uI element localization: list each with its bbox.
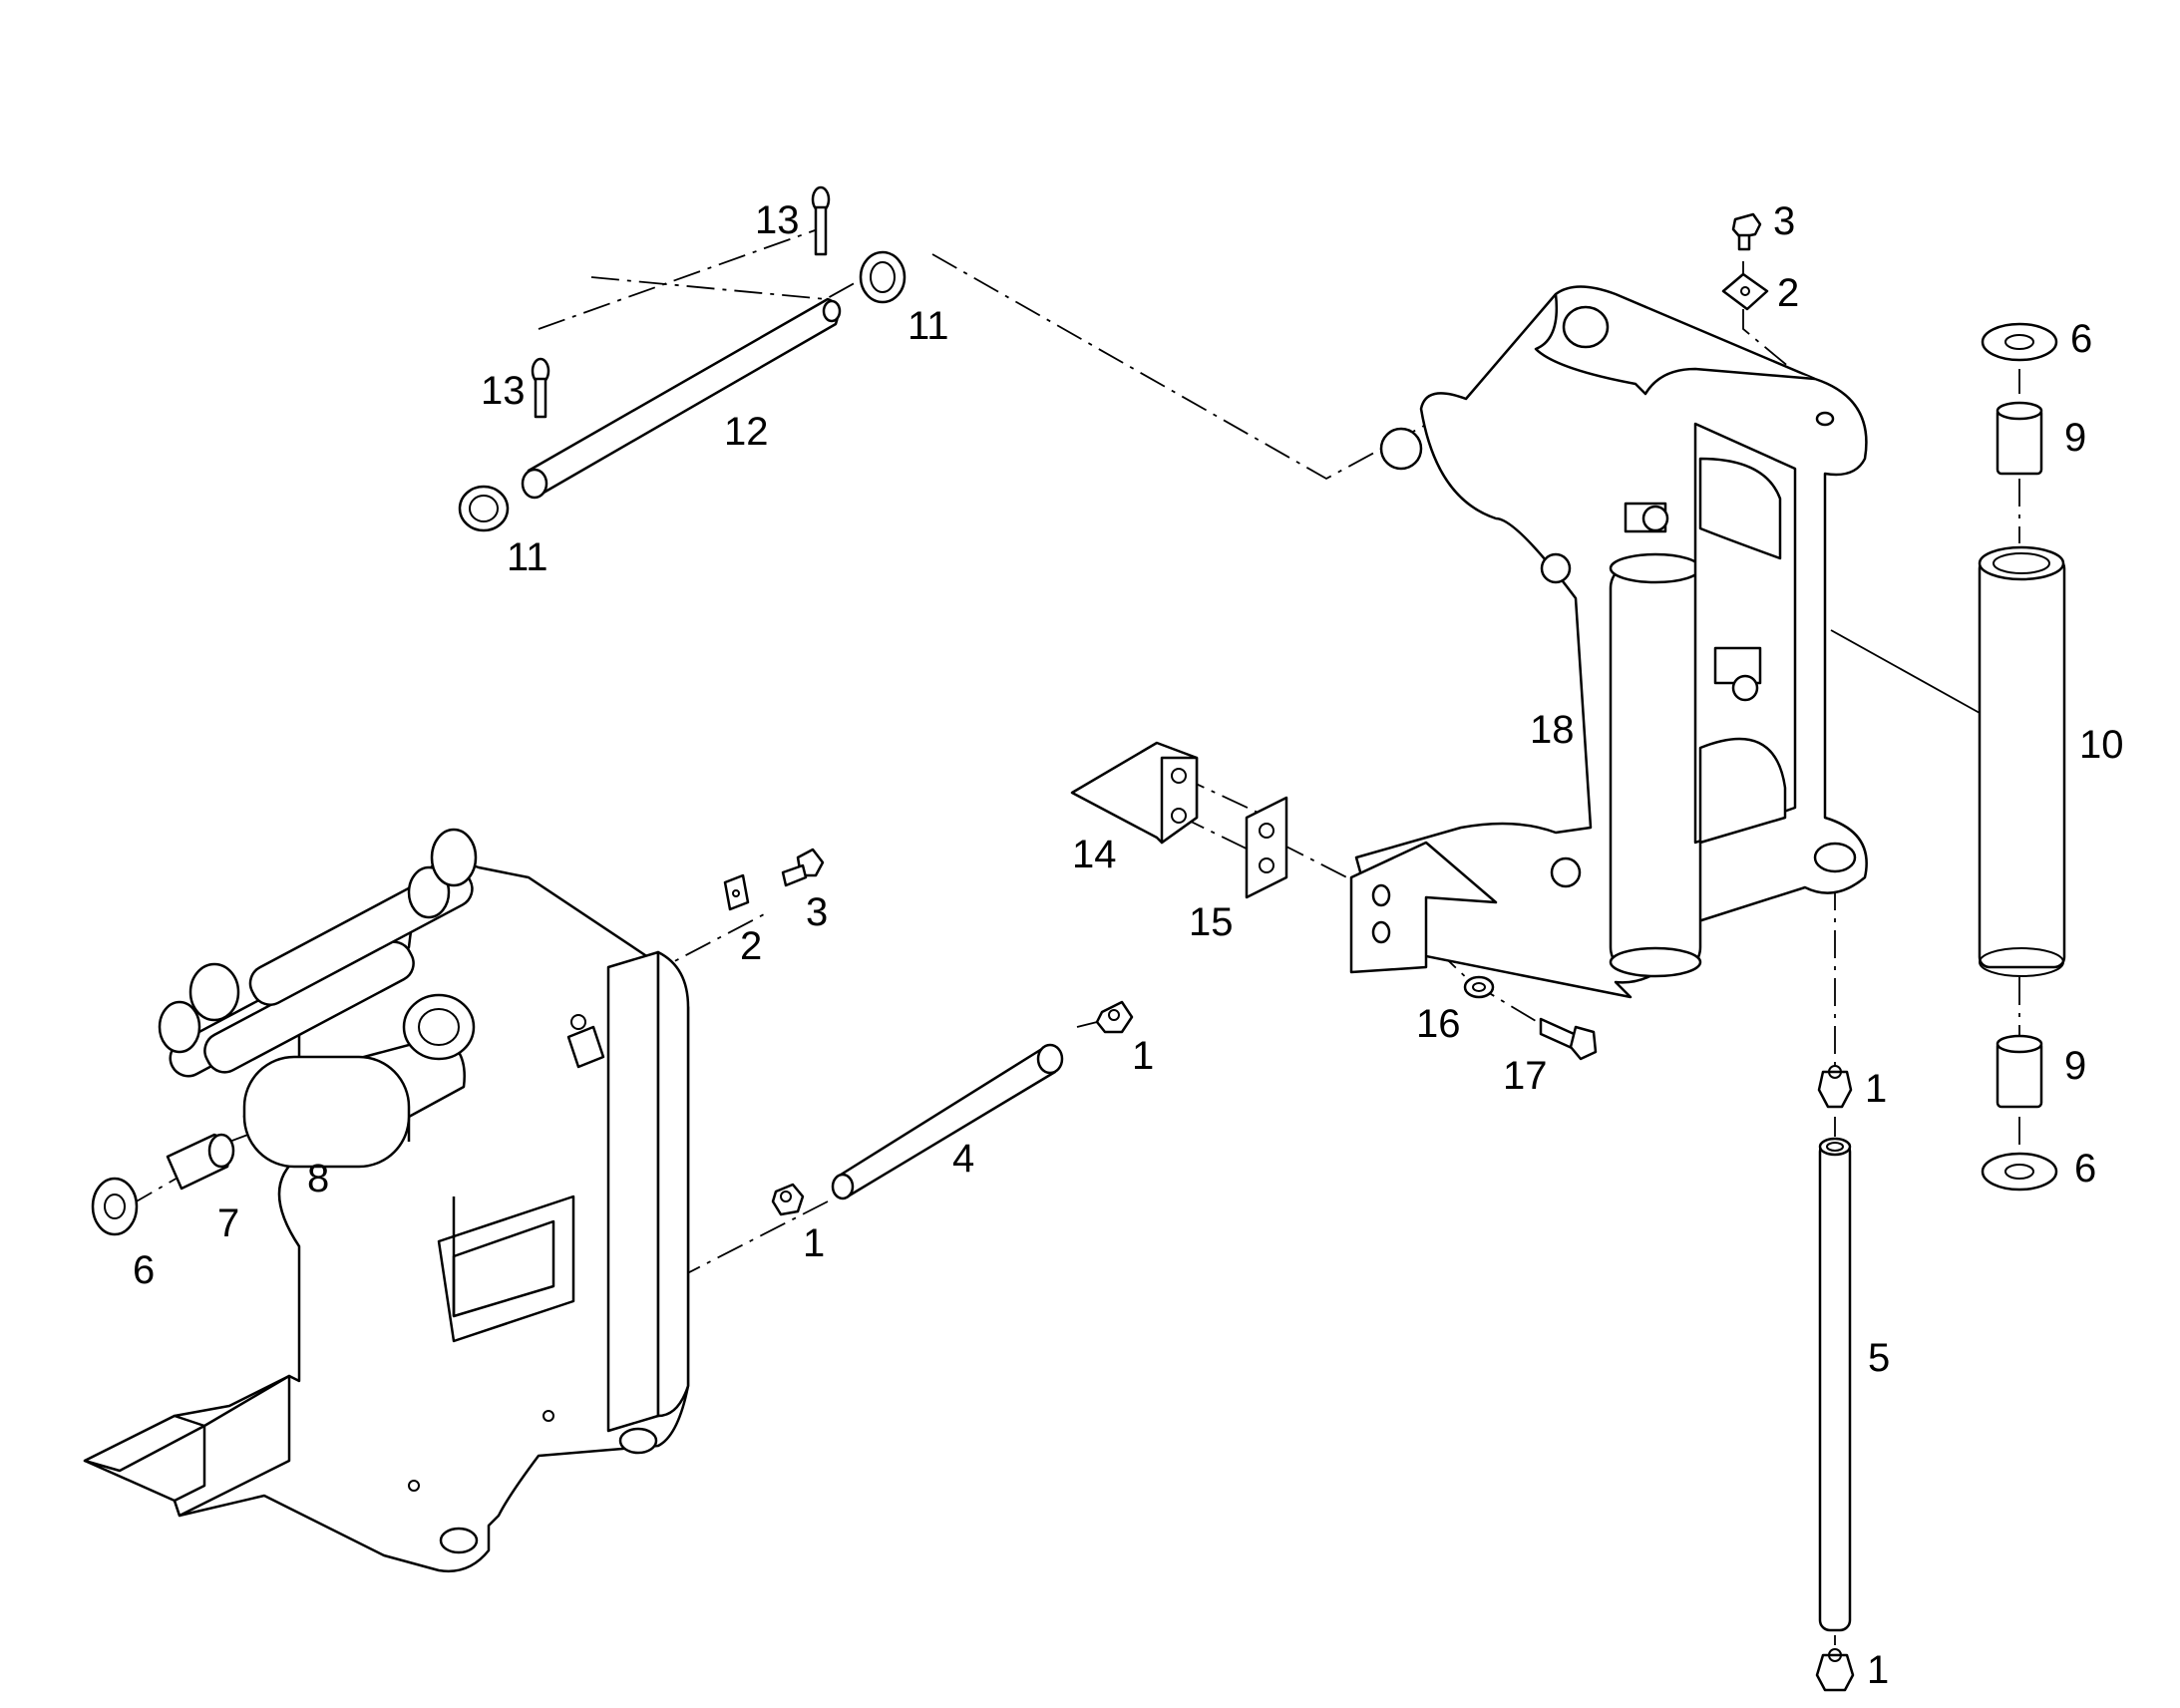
grease-fitting-1-a — [1095, 1000, 1134, 1034]
callout-15: 15 — [1189, 900, 1234, 944]
grease-fitting-1-b — [771, 1183, 805, 1216]
nut-16 — [1463, 975, 1495, 999]
block-14 — [1070, 741, 1199, 845]
callout-6: 6 — [133, 1248, 155, 1292]
bushing-9-top — [1996, 401, 2043, 476]
callout-10: 10 — [2079, 723, 2124, 767]
callout-6: 6 — [2074, 1147, 2096, 1191]
callout-1: 1 — [1867, 1648, 1889, 1692]
washer-6-bottom — [1981, 1152, 2058, 1192]
grease-fitting-1-c — [1817, 1065, 1853, 1109]
callout-7: 7 — [217, 1201, 239, 1245]
washer-6-top — [1981, 322, 2058, 362]
pin-12 — [521, 297, 842, 500]
callout-6: 6 — [2070, 317, 2092, 361]
washer-11-a — [859, 250, 907, 304]
callout-13: 13 — [481, 369, 526, 413]
cotter-pin-13-a — [811, 185, 831, 256]
pin-5 — [1818, 1137, 1852, 1632]
bolt-17 — [1539, 1017, 1598, 1061]
callout-9: 9 — [2064, 416, 2086, 460]
callout-3: 3 — [806, 890, 828, 934]
callout-1: 1 — [803, 1221, 825, 1265]
plate-2-left — [723, 873, 750, 911]
screw-3-left — [781, 848, 825, 887]
callout-5: 5 — [1868, 1336, 1890, 1380]
callout-1: 1 — [1865, 1067, 1887, 1111]
callout-2: 2 — [740, 924, 762, 968]
washer-11-b — [458, 485, 510, 532]
callout-1: 1 — [1132, 1034, 1154, 1078]
callout-16: 16 — [1416, 1002, 1461, 1046]
callout-3: 3 — [1773, 199, 1795, 243]
screw-3-top — [1731, 212, 1762, 251]
frame-left — [83, 828, 690, 1573]
plate-15 — [1245, 796, 1288, 899]
cotter-pin-13-b — [531, 357, 550, 419]
callout-4: 4 — [952, 1137, 974, 1181]
callout-11: 11 — [507, 535, 548, 579]
callout-13: 13 — [755, 198, 800, 242]
callout-9: 9 — [2064, 1044, 2086, 1088]
callout-11: 11 — [908, 304, 949, 348]
tube-10 — [1978, 545, 2066, 977]
plate-2-top — [1721, 272, 1769, 311]
callout-8: 8 — [307, 1157, 329, 1200]
frame-18-right — [1349, 285, 1868, 999]
callout-labels: 13 11 13 12 11 3 2 6 9 18 10 14 15 3 2 1… — [133, 198, 2124, 1692]
callout-18: 18 — [1530, 708, 1575, 752]
grease-fitting-1-d — [1815, 1648, 1855, 1692]
callout-14: 14 — [1072, 833, 1117, 876]
callout-2: 2 — [1777, 271, 1799, 315]
bushing-7 — [166, 1133, 235, 1191]
callout-17: 17 — [1503, 1054, 1548, 1098]
bushing-9-bottom — [1996, 1034, 2043, 1109]
pin-4 — [831, 1043, 1064, 1200]
callout-12: 12 — [724, 410, 769, 454]
washer-6-left — [91, 1177, 139, 1236]
